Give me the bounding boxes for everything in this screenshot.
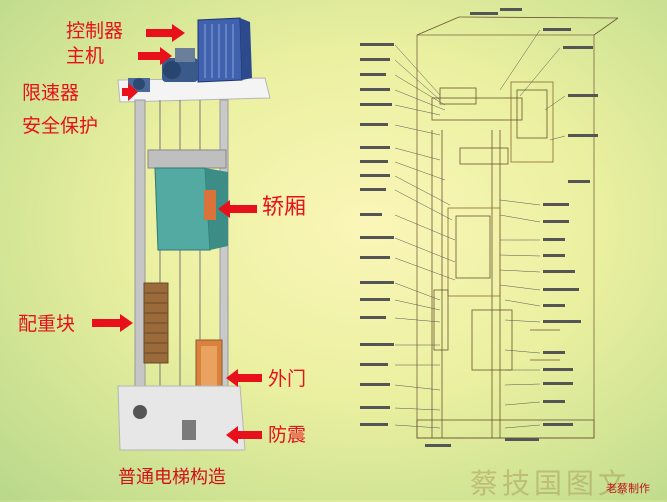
label-host: 主机 — [66, 45, 105, 67]
label-safety-protection: 安全保护 — [22, 115, 99, 137]
label-arrows — [92, 24, 262, 444]
label-car: 轿厢 — [262, 195, 307, 220]
caption: 普通电梯构造 — [118, 467, 226, 488]
author-credit: 老蔡制作 — [606, 482, 650, 495]
pit-base — [117, 385, 246, 451]
watermark: 蔡技国图文 — [470, 467, 631, 500]
leader-lines — [394, 29, 566, 429]
elevator-car — [147, 149, 228, 251]
label-counterweight: 配重块 — [18, 313, 76, 335]
label-shockproof: 防震 — [268, 424, 307, 446]
label-controller: 控制器 — [66, 20, 124, 42]
schematic-annotations — [360, 8, 598, 447]
buffer — [133, 405, 147, 419]
left-guide-rail — [134, 99, 146, 431]
controller-cabinet — [197, 17, 252, 83]
label-outer-door: 外门 — [268, 368, 307, 390]
schematic-drawing — [416, 16, 619, 439]
shock-absorber — [182, 420, 196, 440]
counterweight — [143, 282, 169, 364]
label-speed-limiter: 限速器 — [22, 82, 80, 104]
traction-machine — [162, 48, 198, 82]
